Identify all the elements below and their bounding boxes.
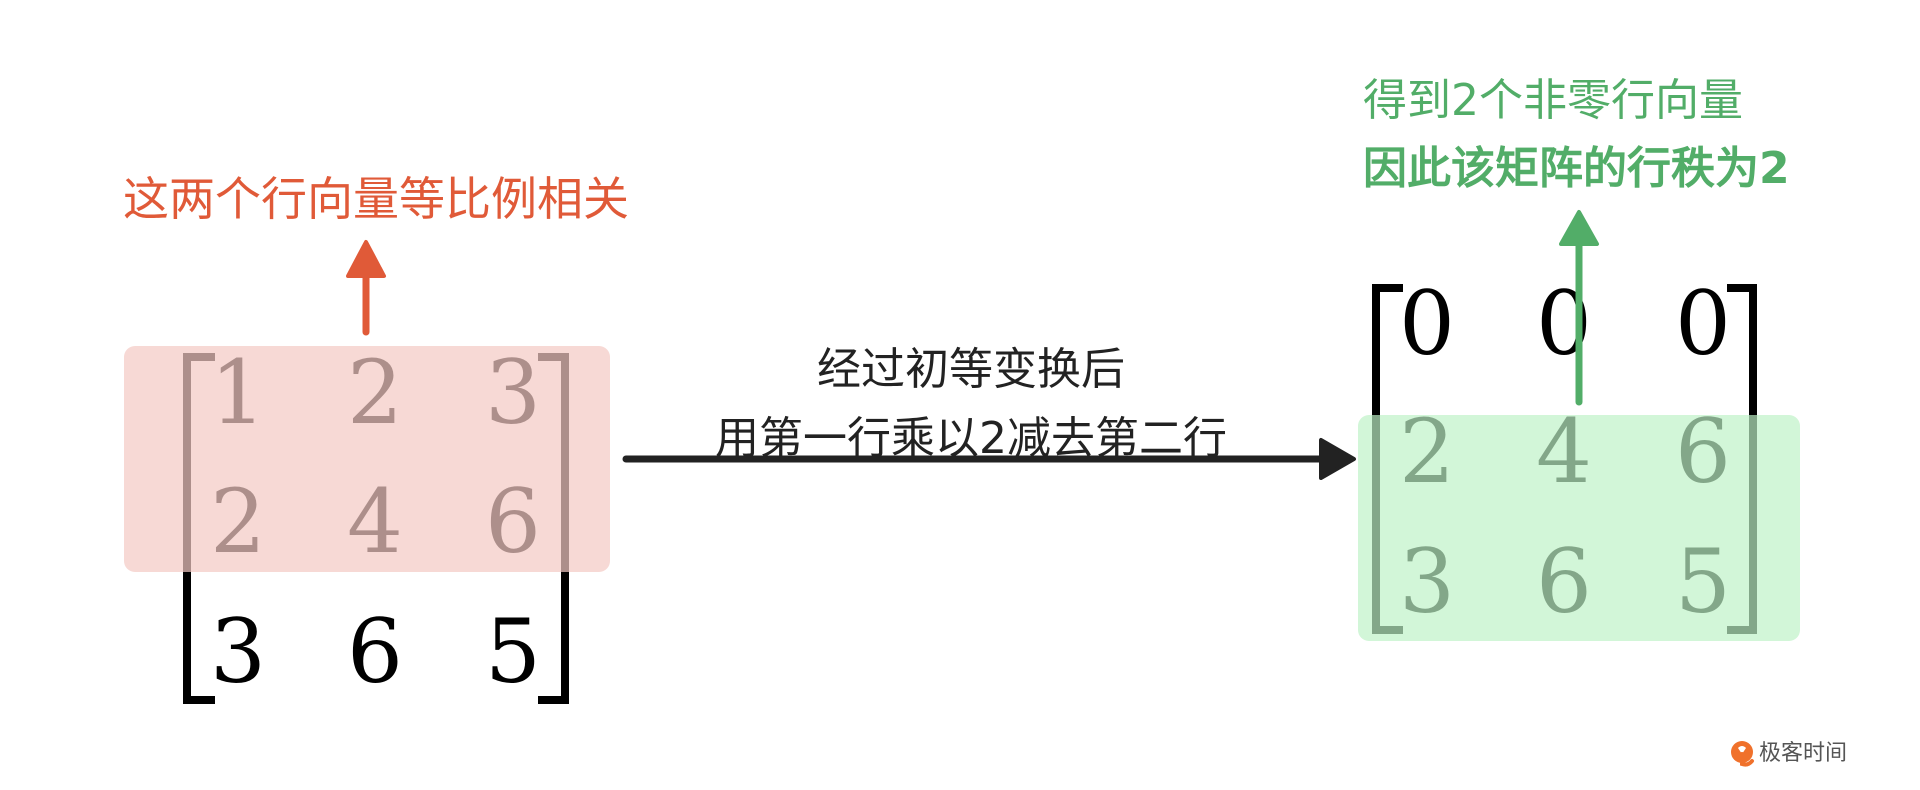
matrix-cell: 5 <box>485 600 541 703</box>
transform-caption-line1: 经过初等变换后 <box>817 344 1125 395</box>
matrix-cell: 6 <box>347 600 403 703</box>
watermark-text: 极客时间 <box>1759 741 1847 766</box>
right-annotation-line2: 因此该矩阵的行秩为2 <box>1363 143 1790 194</box>
green-up-arrow-icon <box>1559 210 1599 406</box>
right-section: 得到2个非零行向量 因此该矩阵的行秩为2 0 0 0 2 4 6 3 6 5 <box>1358 75 1800 641</box>
right-annotation-line1: 得到2个非零行向量 <box>1363 75 1743 126</box>
left-highlight-box <box>124 346 610 572</box>
red-up-arrow-icon <box>346 240 386 336</box>
left-section: 这两个行向量等比例相关 1 2 3 2 4 6 3 6 5 <box>123 172 629 704</box>
matrix-cell: 3 <box>210 600 266 703</box>
matrix-cell: 0 <box>1675 272 1731 375</box>
watermark: 极客时间 <box>1731 741 1847 767</box>
left-annotation: 这两个行向量等比例相关 <box>123 172 629 226</box>
geektime-logo-icon <box>1731 741 1754 767</box>
right-arrow-icon <box>622 438 1356 480</box>
right-highlight-box <box>1358 415 1800 641</box>
transform-section: 经过初等变换后 用第一行乘以2减去第二行 <box>622 344 1356 480</box>
matrix-cell: 0 <box>1536 272 1592 375</box>
matrix-cell: 0 <box>1399 272 1455 375</box>
